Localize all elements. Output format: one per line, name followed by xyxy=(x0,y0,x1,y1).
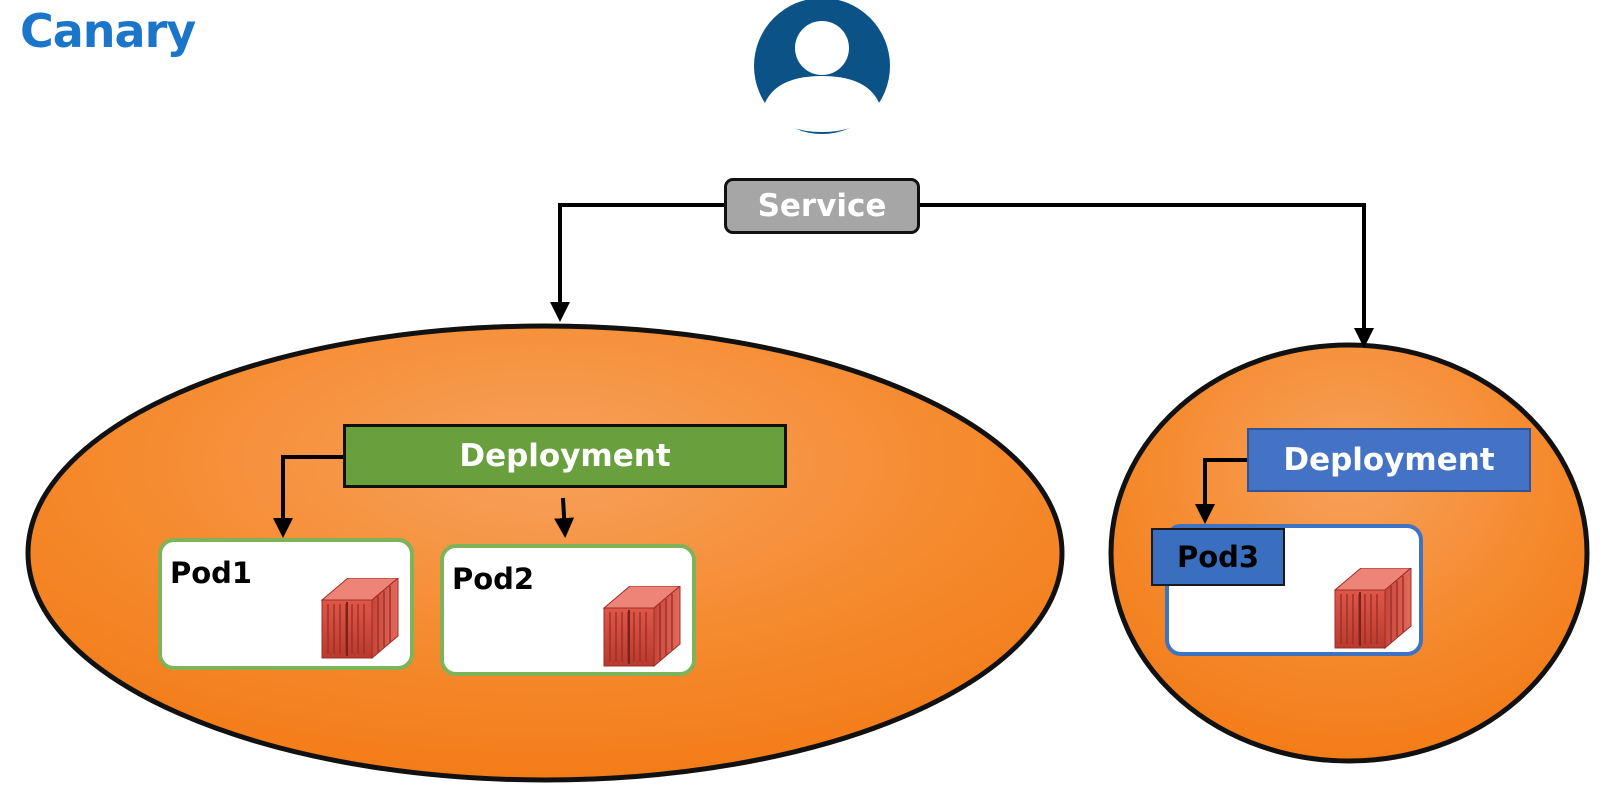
pod3-label-tag: Pod3 xyxy=(1151,528,1285,586)
page-title: Canary xyxy=(20,4,196,58)
shipping-container-icon xyxy=(1334,568,1412,649)
service-box: Service xyxy=(724,178,920,234)
stable-deployment-label: Deployment xyxy=(459,438,671,474)
user-avatar-icon xyxy=(754,0,890,134)
stable-deployment-box: Deployment xyxy=(343,424,787,488)
pod1-card: Pod1 xyxy=(158,538,414,670)
service-connectors xyxy=(550,203,1374,348)
pod2-label: Pod2 xyxy=(452,562,535,596)
pod3-label: Pod3 xyxy=(1176,540,1260,574)
shipping-container-icon xyxy=(321,578,399,659)
deployment-pod-connectors xyxy=(273,455,1249,538)
canary-deployment-label: Deployment xyxy=(1283,442,1495,478)
pod1-label: Pod1 xyxy=(170,556,253,590)
service-label: Service xyxy=(757,188,887,224)
canary-deployment-box: Deployment xyxy=(1247,428,1531,492)
pod3-card xyxy=(1165,524,1423,656)
shipping-container-icon xyxy=(603,586,681,667)
pod2-card: Pod2 xyxy=(440,544,696,676)
